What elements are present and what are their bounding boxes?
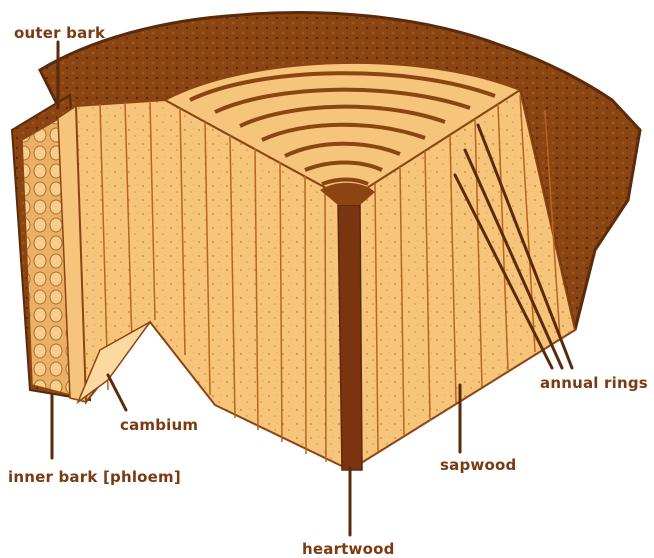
label-annual-rings: annual rings <box>540 374 648 392</box>
label-heartwood: heartwood <box>302 540 395 558</box>
grain-line <box>305 176 306 454</box>
label-inner-bark: inner bark [phloem] <box>8 468 181 486</box>
cambium-leader <box>108 375 126 410</box>
heartwood-column <box>338 205 362 470</box>
grain-line <box>325 188 326 462</box>
label-sapwood: sapwood <box>440 456 516 474</box>
label-cambium: cambium <box>120 416 198 434</box>
label-outer-bark: outer bark <box>14 24 106 42</box>
